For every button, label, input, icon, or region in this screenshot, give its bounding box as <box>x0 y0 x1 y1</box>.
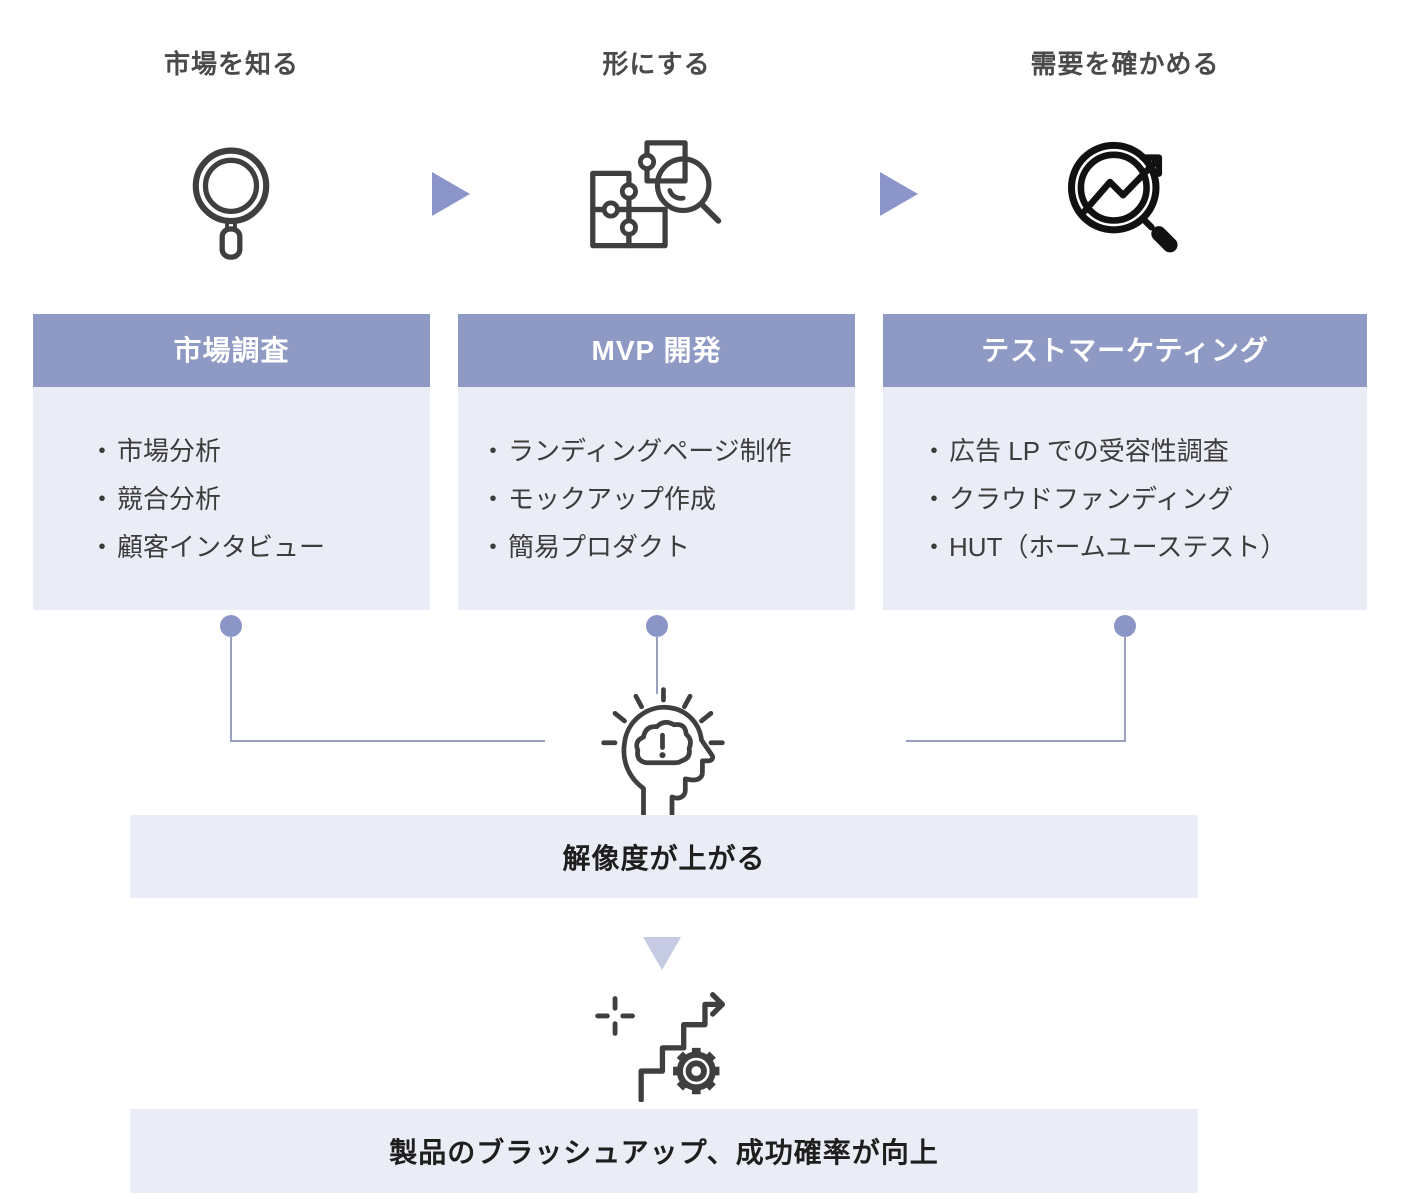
connector-dot <box>220 615 242 637</box>
list-item: ・HUT（ホームユーステスト） <box>921 531 1287 562</box>
panel-body: ・ランディングページ制作 ・モックアップ作成 ・簡易プロダクト <box>458 387 855 610</box>
connector-line <box>906 740 1125 742</box>
flow-arrow-icon <box>880 172 918 216</box>
chart-search-icon <box>1064 134 1186 266</box>
insight-head-icon <box>590 682 735 820</box>
phase-label-verify-demand: 需要を確かめる <box>1030 49 1220 79</box>
list-item: ・クラウドファンディング <box>921 483 1234 514</box>
panel-test-marketing: テストマーケティング ・広告 LP での受容性調査 ・クラウドファンディング ・… <box>883 314 1367 610</box>
connector-line <box>656 636 658 694</box>
panel-body: ・広告 LP での受容性調査 ・クラウドファンディング ・HUT（ホームユーステ… <box>883 387 1367 610</box>
list-item: ・広告 LP での受容性調査 <box>921 435 1229 466</box>
down-arrow-icon <box>643 937 681 970</box>
connector-line <box>231 740 545 742</box>
list-item: ・競合分析 <box>89 483 222 514</box>
connector-dot <box>1114 615 1136 637</box>
panel-title: 市場調査 <box>33 314 430 387</box>
panel-title: MVP 開発 <box>458 314 855 387</box>
panel-mvp-development: MVP 開発 ・ランディングページ制作 ・モックアップ作成 ・簡易プロダクト <box>458 314 855 610</box>
panel-market-research: 市場調査 ・市場分析 ・競合分析 ・顧客インタビュー <box>33 314 430 610</box>
list-item: ・市場分析 <box>89 435 222 466</box>
phase-label-know-market: 市場を知る <box>163 49 299 79</box>
outcome-band-resolution: 解像度が上がる <box>130 815 1198 898</box>
list-item: ・簡易プロダクト <box>480 531 691 562</box>
list-item: ・顧客インタビュー <box>89 531 326 562</box>
outcome-text: 製品のブラッシュアップ、成功確率が向上 <box>389 1137 939 1168</box>
flow-arrow-icon <box>432 172 470 216</box>
puzzle-search-icon <box>588 140 726 264</box>
magnifier-icon <box>187 138 275 273</box>
outcome-band-improvement: 製品のブラッシュアップ、成功確率が向上 <box>130 1109 1198 1193</box>
connector-dot <box>646 615 668 637</box>
panel-body: ・市場分析 ・競合分析 ・顧客インタビュー <box>33 387 430 610</box>
connector-line <box>1124 636 1126 742</box>
phase-label-give-shape: 形にする <box>602 49 711 79</box>
stairs-gear-icon <box>588 986 733 1107</box>
connector-line <box>230 636 232 742</box>
outcome-text: 解像度が上がる <box>562 842 766 874</box>
list-item: ・ランディングページ制作 <box>480 435 792 466</box>
panel-title: テストマーケティング <box>883 314 1367 387</box>
list-item: ・モックアップ作成 <box>480 483 717 514</box>
